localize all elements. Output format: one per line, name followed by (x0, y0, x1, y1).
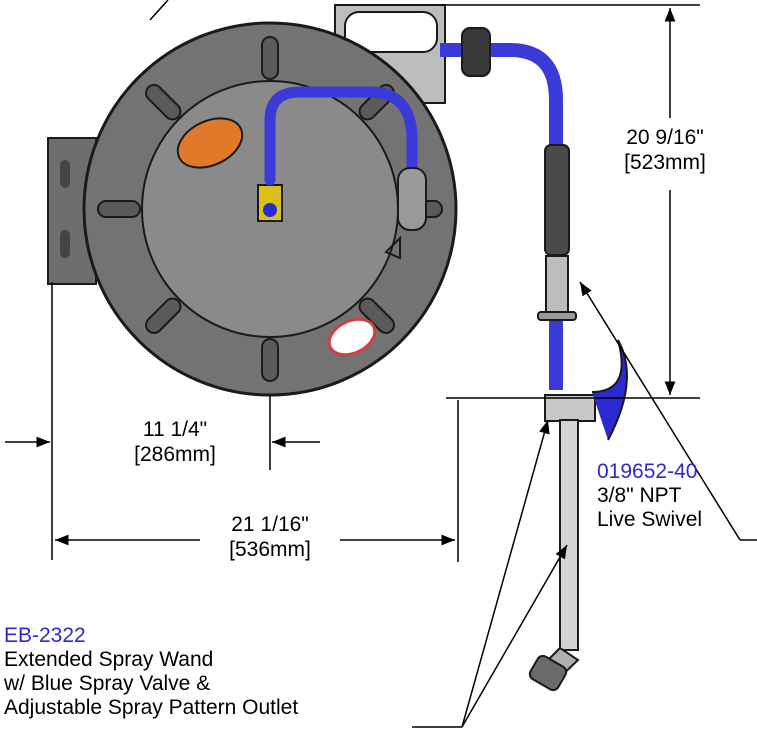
swivel-line-2: Live Swivel (597, 508, 703, 531)
dimension-lines (5, 0, 700, 562)
swivel-callout: 019652-40 3/8" NPT Live Swivel (597, 460, 702, 532)
orange-window (176, 117, 244, 169)
offset-dimension: 11 1/4" [286mm] (100, 417, 250, 467)
wand-part-number: EB-2322 (4, 624, 86, 647)
height-metric: [523mm] (624, 151, 706, 174)
wand-callout: EB-2322 Extended Spray Wand w/ Blue Spra… (4, 624, 298, 720)
swivel-line-1: 3/8" NPT (597, 484, 682, 507)
reel-drum (82, 21, 458, 397)
spray-wand (528, 339, 628, 692)
outgoing-hose (440, 27, 577, 390)
live-swivel (545, 255, 569, 317)
wand-line-1: Extended Spray Wand (4, 648, 214, 671)
wand-line-2: w/ Blue Spray Valve & (4, 672, 211, 695)
inner-hose-fitting (397, 167, 427, 231)
offset-metric: [286mm] (134, 443, 216, 466)
width-metric: [536mm] (229, 538, 311, 561)
width-dimension: 21 1/16" [536mm] (195, 512, 345, 562)
callout-leaders (412, 281, 757, 728)
offset-imperial: 11 1/4" (142, 418, 208, 441)
swivel-part-number: 019652-40 (597, 460, 698, 483)
height-dimension: 20 9/16" [523mm] (600, 125, 730, 175)
inner-hose (264, 86, 418, 221)
wand-line-3: Adjustable Spray Pattern Outlet (4, 696, 299, 719)
height-imperial: 20 9/16" (626, 126, 704, 149)
width-imperial: 21 1/16" (231, 513, 309, 536)
red-window (327, 317, 377, 357)
